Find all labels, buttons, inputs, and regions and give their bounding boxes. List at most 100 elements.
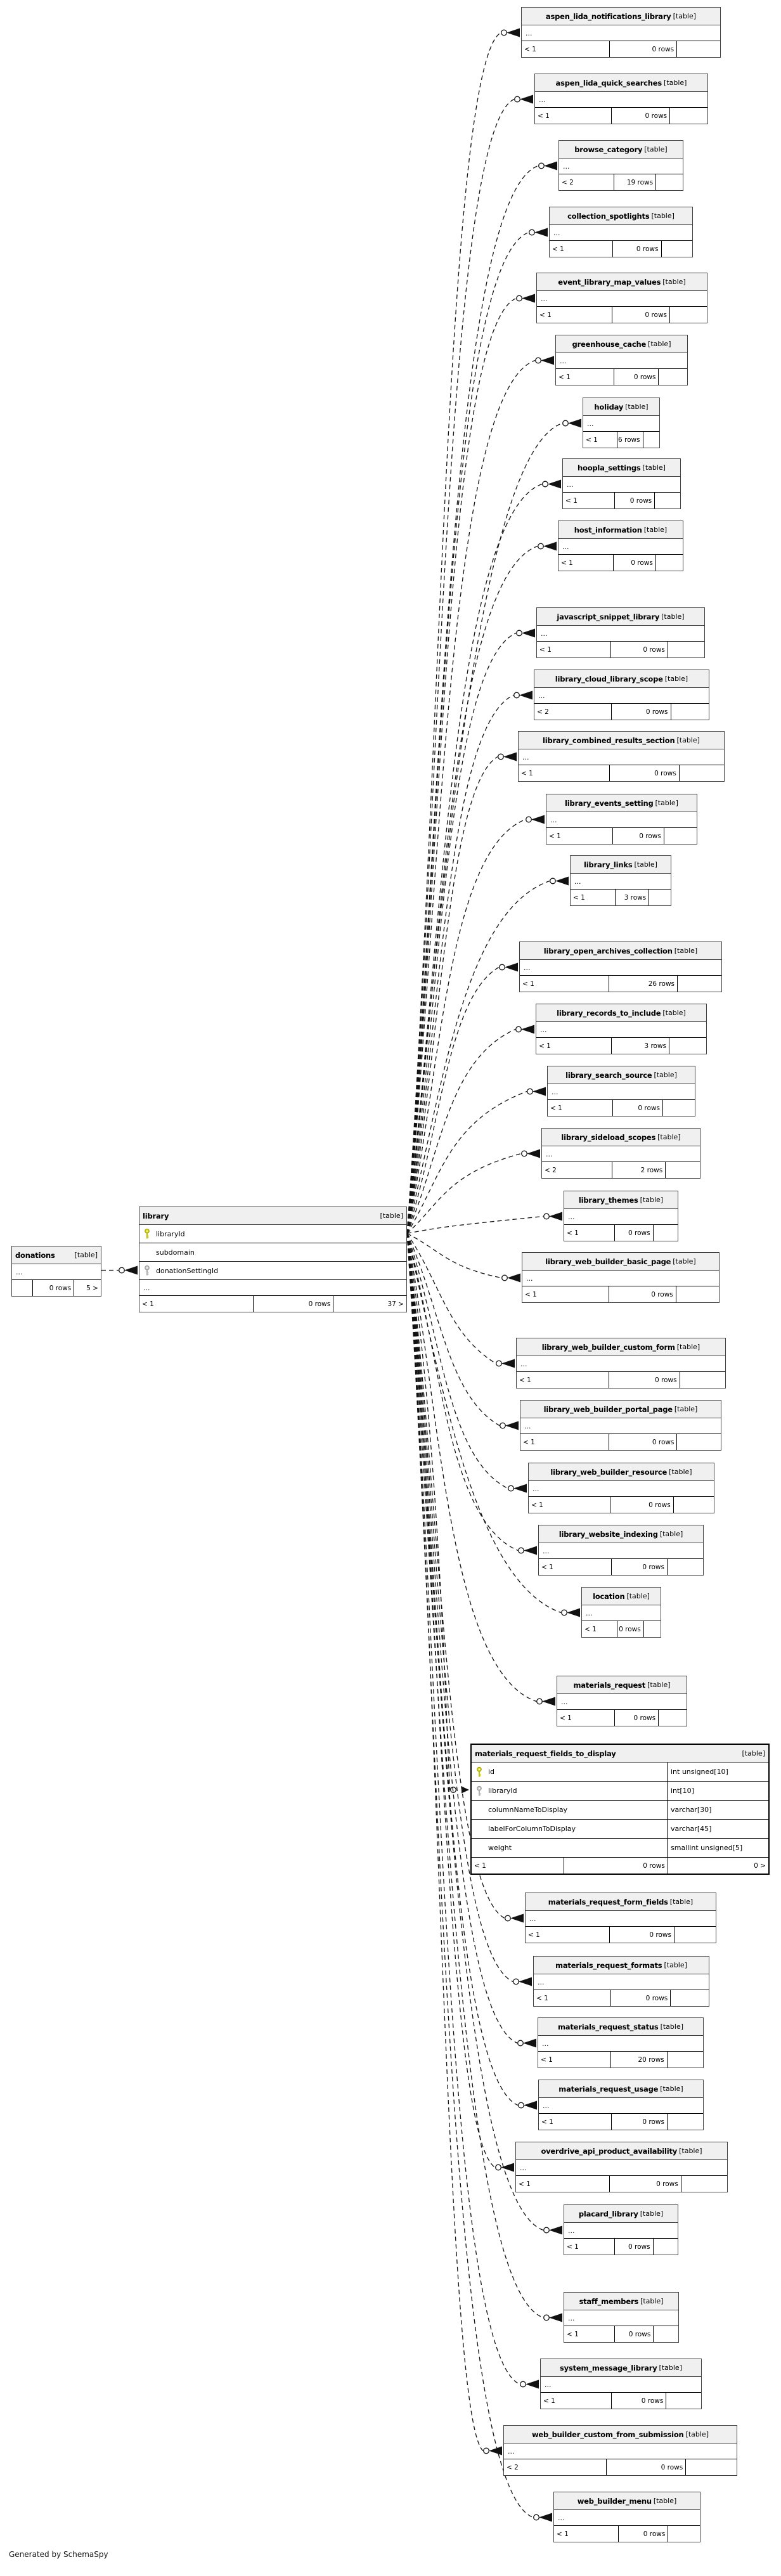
zero-or-many-circle xyxy=(495,2164,501,2171)
table-materials_request_form_fields[interactable]: materials_request_form_fields[table]...<… xyxy=(525,1893,716,1943)
footer-parents: < 1 xyxy=(522,980,534,988)
crows-foot xyxy=(124,1265,138,1275)
footer-parents: < 1 xyxy=(521,769,533,777)
table-aspen_lida_notifications_library[interactable]: aspen_lida_notifications_library[table].… xyxy=(521,7,721,58)
zero-or-many-circle xyxy=(562,420,569,427)
crows-foot xyxy=(567,1608,580,1617)
table-header: hoopla_settings[table] xyxy=(563,459,680,477)
columns-ellipsis: ... xyxy=(526,1911,716,1927)
table-type-tag: [table] xyxy=(664,1961,687,1969)
table-library_combined_results_section[interactable]: library_combined_results_section[table].… xyxy=(518,731,725,782)
table-header: event_library_map_values[table] xyxy=(537,273,707,291)
footer-parents: < 1 xyxy=(557,2530,569,2538)
table-web_builder_custom_from_submission[interactable]: web_builder_custom_from_submission[table… xyxy=(503,2425,737,2476)
zero-or-many-circle xyxy=(499,964,505,971)
columns-ellipsis: ... xyxy=(12,1264,101,1280)
table-header: library_combined_results_section[table] xyxy=(519,732,724,749)
footer-children xyxy=(667,1559,703,1575)
table-type-tag: [table] xyxy=(640,2297,664,2305)
footer-children xyxy=(670,1990,709,2006)
zero-or-many-circle xyxy=(515,1026,522,1033)
table-library_open_archives_collection[interactable]: library_open_archives_collection[table].… xyxy=(519,942,722,992)
crows-foot xyxy=(521,1025,534,1034)
crows-foot xyxy=(519,1977,532,1986)
table-header: aspen_lida_quick_searches[table] xyxy=(535,74,707,92)
columns-ellipsis: ... xyxy=(522,25,720,41)
table-overdrive_api_product_availability[interactable]: overdrive_api_product_availability[table… xyxy=(515,2142,728,2192)
footer-parents: < 1 xyxy=(567,1229,579,1237)
columns-ellipsis: ... xyxy=(534,688,709,704)
table-type-tag: [table] xyxy=(644,145,668,153)
table-library_cloud_library_scope[interactable]: library_cloud_library_scope[table]...< 2… xyxy=(534,670,709,720)
zero-or-many-circle xyxy=(543,2314,550,2321)
table-type-tag: [table] xyxy=(74,1251,98,1259)
footer-children xyxy=(670,704,709,720)
footer-parents: < 1 xyxy=(531,1501,543,1509)
zero-or-many-circle xyxy=(500,1422,506,1429)
table-library_web_builder_basic_page[interactable]: library_web_builder_basic_page[table]...… xyxy=(522,1252,720,1303)
footer-children: 5 > xyxy=(74,1280,101,1296)
footer-row-count: 0 rows xyxy=(614,2239,653,2255)
table-header: library_cloud_library_scope[table] xyxy=(534,670,709,688)
zero-or-many-circle xyxy=(505,1915,511,1922)
crows-foot xyxy=(505,1421,519,1430)
relationship-edge xyxy=(406,1233,496,1364)
table-type-tag: [table] xyxy=(674,947,698,955)
footer-row-count: 0 rows xyxy=(609,2176,681,2192)
table-library_web_builder_resource[interactable]: library_web_builder_resource[table]...< … xyxy=(528,1463,714,1513)
columns-ellipsis: ... xyxy=(534,1974,709,1990)
crows-foot xyxy=(520,94,533,104)
table-type-tag: [table] xyxy=(664,79,687,87)
zero-or-many-circle xyxy=(520,2381,526,2388)
crows-foot xyxy=(524,2100,537,2110)
table-name: host_information xyxy=(574,525,642,534)
table-header: host_information[table] xyxy=(558,521,683,539)
footer-row-count: 0 rows xyxy=(252,1296,333,1312)
columns-ellipsis: ... xyxy=(539,1543,703,1559)
table-holiday[interactable]: holiday[table]...< 116 rows xyxy=(583,398,660,448)
crows-foot xyxy=(507,1273,520,1283)
table-header: browse_category[table] xyxy=(559,141,683,159)
footer-children: 37 > xyxy=(333,1296,406,1312)
column-name: libraryId xyxy=(156,1229,185,1238)
table-type-tag: [table] xyxy=(674,1405,698,1413)
column-type: int[10] xyxy=(667,1782,768,1800)
table-materials_request_fields_to_display[interactable]: materials_request_fields_to_display[tabl… xyxy=(470,1744,770,1875)
table-name: hoopla_settings xyxy=(578,463,641,472)
table-library_web_builder_portal_page[interactable]: library_web_builder_portal_page[table]..… xyxy=(520,1400,721,1451)
footer-row-count: 0 rows xyxy=(609,41,676,57)
table-library_web_builder_custom_form[interactable]: library_web_builder_custom_form[table]..… xyxy=(516,1338,726,1388)
table-type-tag: [table] xyxy=(676,736,700,744)
